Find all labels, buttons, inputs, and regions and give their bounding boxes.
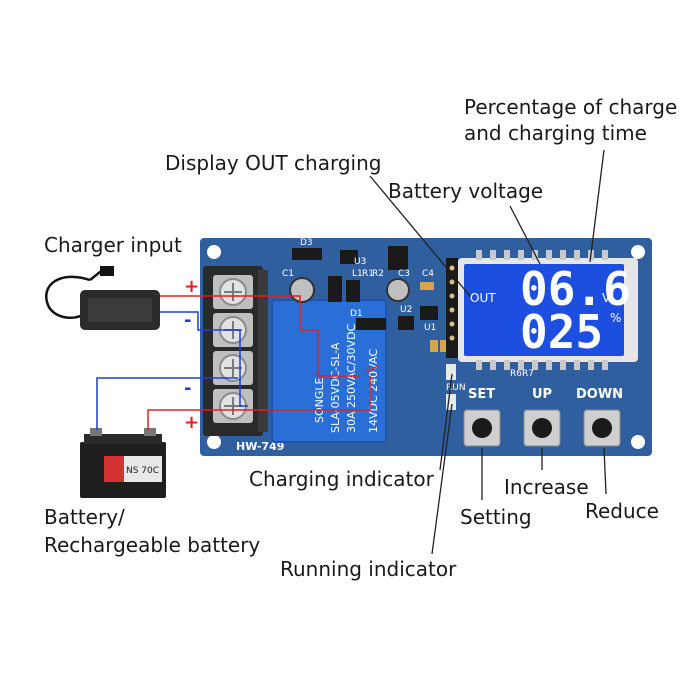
running-led — [446, 394, 456, 410]
chip-label: U1 — [424, 323, 436, 333]
label-reduce: Reduce — [585, 499, 659, 523]
capacitor-c3 — [386, 278, 410, 302]
terminal-screw — [213, 275, 253, 309]
up-button[interactable] — [523, 409, 561, 447]
wire-battery-positive — [147, 376, 371, 430]
r6r7-label: R6R7 — [510, 369, 534, 379]
smd-part — [430, 340, 438, 352]
chip-l1 — [346, 280, 360, 302]
wire-charger-negative — [160, 311, 248, 407]
capacitor-c1 — [289, 277, 315, 303]
buttons: SET UP DOWN — [463, 387, 623, 447]
lcd-out-indicator: OUT — [470, 291, 496, 305]
leader-percentage — [589, 149, 605, 263]
battery-plus-mark: + — [184, 412, 199, 433]
smd-part — [440, 340, 448, 352]
run-label: RUN — [446, 383, 466, 393]
chip-u3 — [340, 250, 358, 264]
leader-running-indicator — [431, 403, 453, 555]
set-label: SET — [468, 387, 495, 402]
relay-model: SLA-05VDC-SL-A — [329, 342, 342, 433]
leader-lines — [369, 149, 607, 555]
battery-icon: NS 70C — [80, 428, 166, 498]
label-percentage-line2: and charging time — [464, 121, 647, 145]
terminal-screw — [213, 351, 253, 385]
chip-u1 — [420, 306, 438, 320]
set-button[interactable] — [463, 409, 501, 447]
down-label: DOWN — [576, 387, 623, 402]
wire-charger-positive — [160, 295, 360, 377]
leader-battery-voltage — [509, 205, 541, 265]
relay-rating: 14VDC 240VAC — [367, 349, 380, 433]
chip-label: D1 — [350, 309, 363, 319]
relay-brand: SONGLE — [313, 377, 326, 423]
label-charging-indicator: Charging indicator — [249, 467, 435, 491]
chip-label: R1 — [362, 269, 374, 279]
wire-battery-negative — [96, 377, 238, 430]
chip-label: L1 — [352, 269, 363, 279]
screw-terminal-block — [203, 266, 268, 436]
leader-display-out — [369, 175, 471, 297]
chip-ic — [388, 246, 408, 270]
board-model: HW-749 — [236, 440, 284, 453]
inductor — [328, 276, 342, 302]
charger-minus-mark: - — [184, 310, 191, 331]
chip-label: C3 — [398, 269, 410, 279]
battery-minus-mark: - — [184, 378, 191, 399]
label-battery-line2: Rechargeable battery — [44, 533, 260, 557]
lcd-percent-unit: % — [610, 311, 621, 325]
down-button[interactable] — [583, 409, 621, 447]
label-battery-line1: Battery/ — [44, 505, 125, 529]
label-charger-input: Charger input — [44, 233, 182, 257]
chip-label: D3 — [300, 238, 313, 248]
battery-label: NS 70C — [126, 466, 159, 476]
charger-plus-mark: + — [184, 276, 199, 297]
mount-hole — [631, 435, 645, 449]
label-display-out: Display OUT charging — [165, 151, 381, 175]
wiring — [96, 295, 379, 430]
label-running-indicator: Running indicator — [280, 557, 457, 581]
smd-part — [420, 282, 434, 290]
mount-hole — [207, 435, 221, 449]
lcd-voltage-value: 06.6 — [520, 262, 631, 316]
relay-rating: 30A 250VAC/30VDC — [345, 323, 358, 433]
charging-led — [446, 364, 456, 380]
callout-labels: Percentage of charge and charging time D… — [44, 95, 677, 581]
chip-label: U2 — [400, 305, 412, 315]
terminal-rail — [258, 270, 268, 432]
label-battery-voltage: Battery voltage — [388, 179, 543, 203]
up-label: UP — [532, 387, 552, 402]
mount-hole — [631, 245, 645, 259]
label-increase: Increase — [504, 475, 589, 499]
label-percentage-line1: Percentage of charge — [464, 95, 677, 119]
lcd-display: OUT 06.6 V 025 % — [458, 250, 638, 370]
components: D3 C1 U3 L1 R1 R2 C3 C4 D1 U2 U1 RUN — [282, 238, 534, 410]
chip-label: U3 — [354, 257, 366, 267]
chip-label: C4 — [422, 269, 434, 279]
lcd-percent-value: 025 — [520, 305, 603, 359]
charger-adapter-icon — [45, 266, 160, 330]
leader-charging-indicator — [439, 373, 453, 471]
chip-label: C1 — [282, 269, 294, 279]
chip-label: R2 — [372, 269, 384, 279]
chip-u2 — [398, 316, 414, 330]
label-setting: Setting — [460, 505, 532, 529]
diode-d1 — [356, 318, 386, 330]
lcd-pins-bottom — [476, 360, 608, 370]
lcd-screen — [464, 264, 624, 356]
leader-reduce — [603, 447, 607, 495]
mount-hole — [207, 245, 221, 259]
lcd-voltage-unit: V — [602, 291, 611, 305]
diode-d3 — [292, 248, 322, 260]
